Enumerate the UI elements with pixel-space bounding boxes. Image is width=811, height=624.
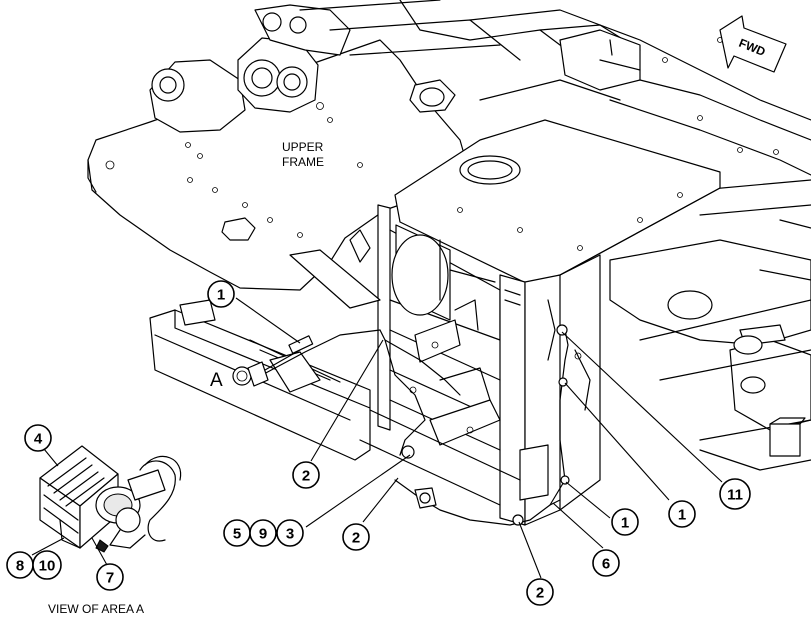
callout-4: 4: [24, 424, 52, 452]
svg-text:1: 1: [217, 287, 225, 304]
callout-1-lower: 1: [611, 508, 639, 536]
callout-1-top: 1: [207, 280, 235, 308]
area-marker: A: [210, 370, 223, 391]
callout-2-lower: 2: [526, 578, 554, 606]
callout-9: 9: [249, 519, 277, 547]
harness-connector-a: [232, 329, 381, 387]
view-caption: VIEW OF AREA A: [48, 602, 144, 616]
svg-text:2: 2: [536, 585, 544, 602]
svg-text:2: 2: [302, 468, 310, 485]
svg-text:11: 11: [727, 487, 743, 504]
callout-7: 7: [96, 563, 124, 591]
svg-text:6: 6: [602, 556, 610, 573]
leader-lines: [31, 297, 723, 579]
upper-frame: [87, 0, 581, 291]
svg-text:1: 1: [621, 515, 629, 532]
cab-frame: [377, 119, 721, 526]
callout-10: 10: [32, 550, 62, 580]
callout-1-right: 1: [668, 500, 696, 528]
main-frame: [469, 9, 811, 471]
callout-2-middle: 2: [342, 523, 370, 551]
callout-11: 11: [719, 478, 751, 510]
callout-5: 5: [223, 519, 251, 547]
frame-rail: [149, 229, 521, 506]
svg-text:4: 4: [34, 431, 43, 448]
svg-text:7: 7: [106, 570, 114, 587]
callout-8: 8: [6, 551, 34, 579]
svg-text:10: 10: [39, 558, 56, 575]
upper-frame-label-line1: UPPER: [282, 140, 324, 154]
svg-text:5: 5: [233, 526, 241, 543]
callout-2-upper: 2: [292, 461, 320, 489]
fwd-arrow: FWD: [719, 15, 787, 73]
svg-text:2: 2: [352, 530, 360, 547]
wiring-harness: [379, 324, 591, 526]
svg-text:1: 1: [678, 507, 686, 524]
svg-text:9: 9: [259, 526, 267, 543]
callout-6: 6: [592, 549, 620, 577]
detail-view-connector: [39, 445, 182, 553]
callout-3: 3: [276, 519, 304, 547]
svg-text:3: 3: [286, 526, 294, 543]
upper-frame-label-line2: FRAME: [282, 155, 324, 169]
svg-text:8: 8: [16, 558, 24, 575]
